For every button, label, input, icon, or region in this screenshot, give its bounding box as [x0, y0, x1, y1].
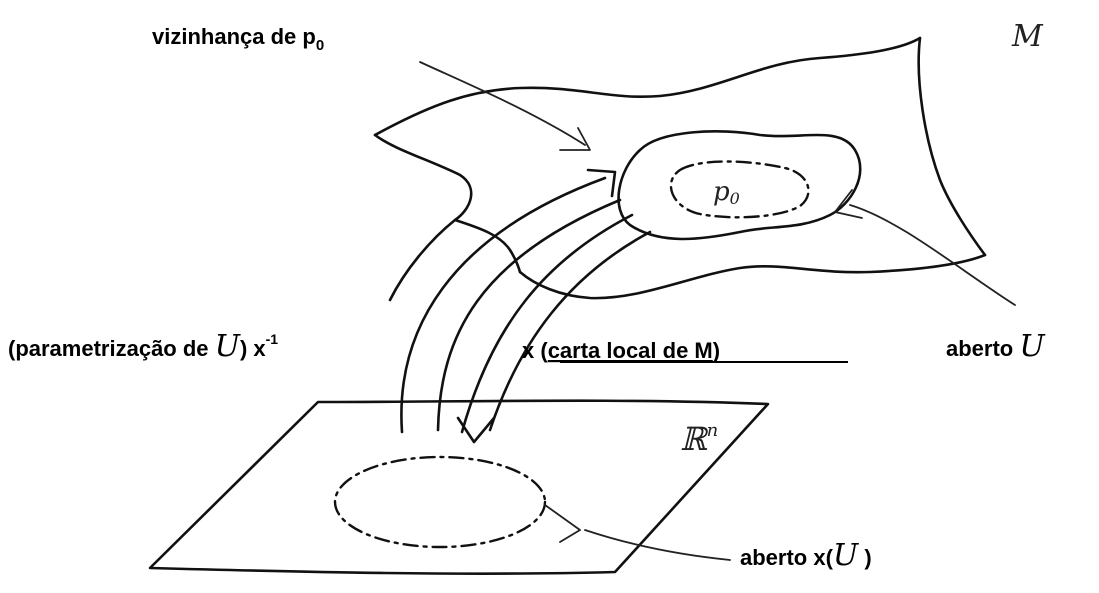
manifold-right-edge: [917, 36, 987, 257]
manifold-surface: [373, 36, 922, 137]
neighborhood-pointer-line: [419, 61, 586, 146]
manifold-lower-fold: [453, 218, 522, 274]
open-u-label: aberto U: [946, 329, 1046, 364]
point-label: p0: [713, 177, 740, 208]
open-u-pointer-arrowhead: [834, 189, 863, 219]
parametrization-arrowhead: [586, 168, 617, 198]
open-xu-label: aberto x(U ): [740, 538, 872, 573]
euclidean-space-label: ℝn: [680, 420, 718, 458]
neighborhood-label: vizinhança de p0: [152, 24, 324, 54]
euclidean-plane: [148, 399, 770, 575]
manifold-left-fold: [373, 133, 473, 302]
parametrization-label: (parametrização de U) x-1: [8, 329, 278, 364]
chart-arrow-right: [488, 230, 652, 432]
parametrization-arrow-inner: [436, 198, 622, 432]
chart-arrow-left: [460, 213, 634, 434]
chart-label: x (carta local de M): [522, 338, 720, 363]
open-xu-pointer-arrowhead: [544, 504, 581, 543]
open-set-xu-boundary: [333, 455, 547, 549]
neighborhood-pointer-arrowhead: [559, 127, 591, 151]
manifold-label: M: [1011, 19, 1044, 54]
open-set-u-boundary: [617, 130, 862, 241]
chart-arrowhead: [456, 416, 496, 444]
neighborhood-boundary: [669, 160, 810, 219]
parametrization-arrow-outer: [400, 176, 607, 434]
manifold-bottom-edge: [518, 253, 987, 300]
open-u-pointer-line: [849, 204, 1016, 306]
open-xu-pointer-line: [584, 529, 731, 561]
